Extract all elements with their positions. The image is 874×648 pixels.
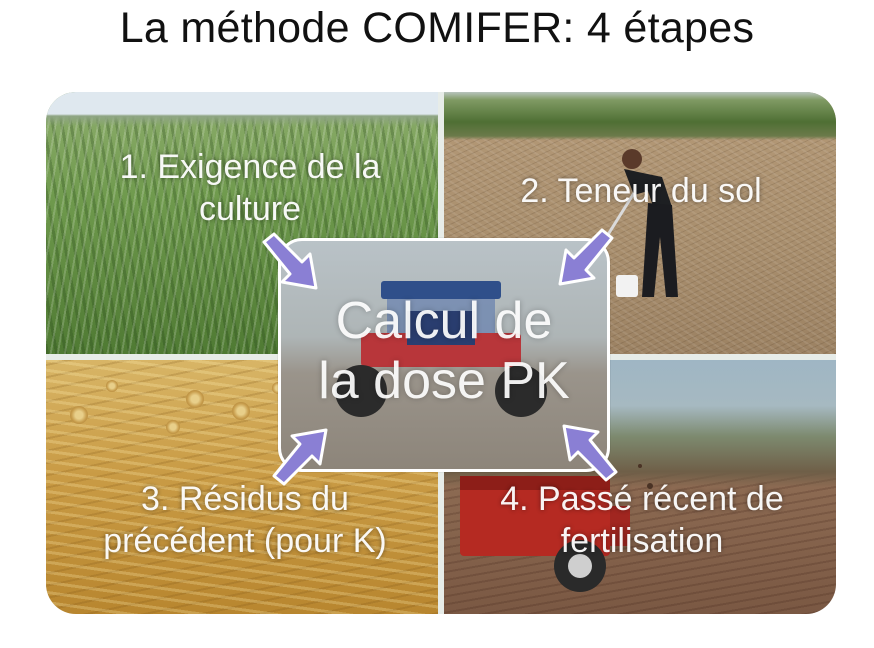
arrow-step-2-icon xyxy=(558,228,614,286)
arrow-step-1-icon xyxy=(262,232,318,290)
step-1-line2: culture xyxy=(198,190,302,228)
step-2-line1: 2. Teneur du sol xyxy=(520,172,762,210)
center-label-line2: la dose PK xyxy=(318,352,570,410)
step-1-line1: 1. Exigence de la xyxy=(119,148,381,186)
step-3-line2: précédent (pour K) xyxy=(103,522,387,560)
step-1-label: 1. Exigence de la culture xyxy=(80,146,420,230)
center-box: Calcul de la dose PK xyxy=(278,238,610,472)
center-label-line1: Calcul de xyxy=(335,292,553,350)
step-4-line2: fertilisation xyxy=(560,522,724,560)
step-2-label: 2. Teneur du sol xyxy=(476,170,806,212)
photo-collage xyxy=(46,92,836,614)
tractor-figure xyxy=(335,281,547,417)
arrow-step-3-icon xyxy=(272,428,328,486)
spreader-figure xyxy=(460,464,662,592)
page-title: La méthode COMIFER: 4 étapes xyxy=(119,4,755,52)
center-label: Calcul de la dose PK xyxy=(281,291,607,411)
step-4-label: 4. Passé récent de fertilisation xyxy=(462,478,822,562)
step-3-label: 3. Résidus du précédent (pour K) xyxy=(70,478,420,562)
farmer-figure xyxy=(592,149,678,297)
step-3-line1: 3. Résidus du xyxy=(141,480,349,518)
arrow-step-4-icon xyxy=(562,424,618,482)
step-4-line1: 4. Passé récent de xyxy=(500,480,784,518)
